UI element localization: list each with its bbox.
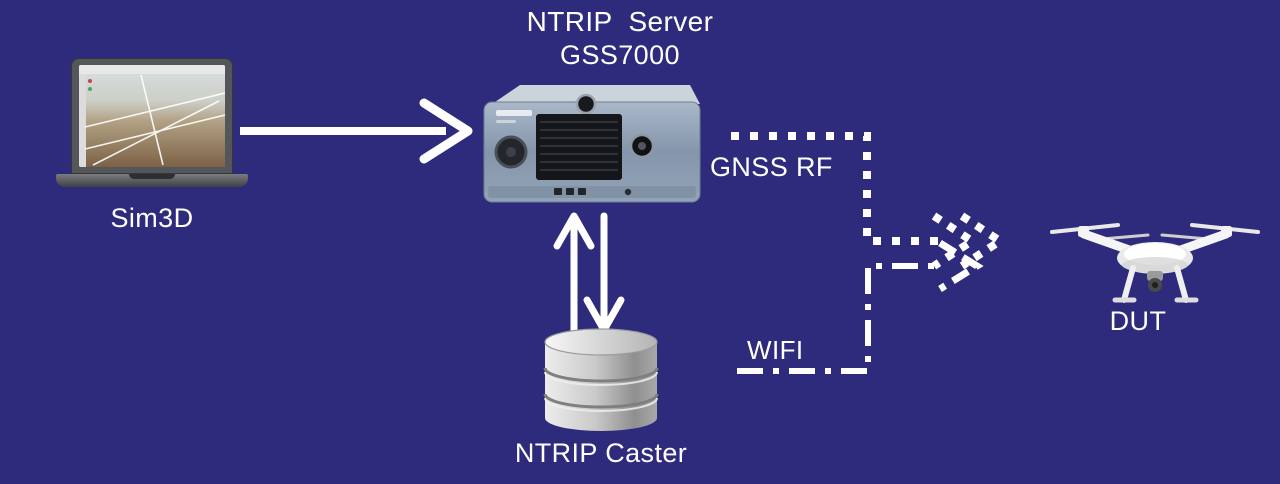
sim3d-node (56, 58, 248, 187)
arrowhead-wifi-icon (938, 240, 984, 292)
ntrip-caster-label: NTRIP Caster (514, 438, 688, 468)
ntrip-server-title: NTRIP Server (526, 6, 714, 37)
laptop-icon (71, 58, 233, 174)
gss7000-label: GSS7000 (560, 40, 680, 70)
link-gnss-rf (731, 132, 1008, 270)
arrow-server-caster-up (553, 212, 595, 334)
arrowhead-gnssrf-icon (931, 212, 980, 270)
database-icon (543, 328, 659, 431)
arrow-server-caster-down (583, 212, 625, 334)
arrowhead-gnssrf2-icon (959, 212, 1008, 270)
arrow-sim3d-to-server (240, 98, 473, 164)
device-branding-mark (496, 110, 532, 116)
gnss-rf-label: GNSS RF (710, 152, 833, 182)
ntrip-caster-node (540, 326, 662, 439)
laptop-base (56, 174, 248, 187)
antenna-connector-icon (575, 93, 597, 115)
ntrip-server-node (478, 80, 708, 213)
dut-node (1050, 210, 1260, 315)
laptop-screen-content (79, 65, 225, 167)
wifi-label: WIFI (747, 335, 804, 365)
arrowhead-right-icon (419, 98, 473, 164)
drone-camera-icon (1147, 271, 1163, 281)
drone-icon (1050, 223, 1260, 303)
dut-label: DUT (1109, 306, 1167, 336)
gnss-simulator-icon (483, 85, 701, 203)
link-wifi (737, 240, 984, 374)
sim3d-label: Sim3D (110, 203, 194, 233)
arrowhead-up-icon (553, 212, 595, 250)
